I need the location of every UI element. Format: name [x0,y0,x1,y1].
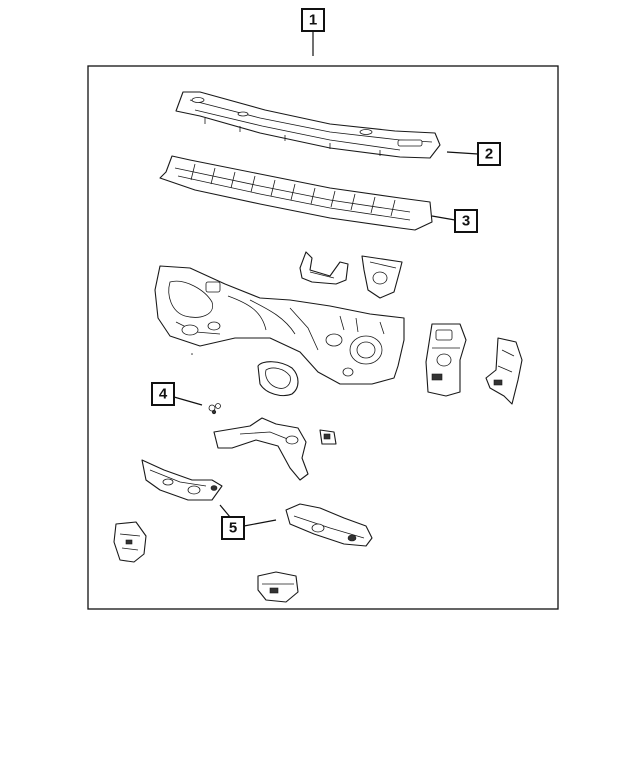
cowl-top-panel [175,91,441,159]
wheelhouse-extension [213,417,309,481]
callout-1[interactable]: 1 [301,8,325,32]
lower-reinforcement-right [285,503,373,547]
callout-3-label: 3 [462,213,470,230]
lower-center-bracket [257,571,299,603]
callout-5-leader-left [219,504,231,518]
callout-2-label: 2 [485,146,493,163]
callout-4[interactable]: 4 [151,382,175,406]
marker-dot [191,353,193,355]
bracket-right [361,255,403,299]
callout-5-leader-right [243,519,277,527]
callout-5[interactable]: 5 [221,516,245,540]
lower-reinforcement-left [141,459,223,501]
callout-2[interactable]: 2 [477,142,501,166]
assembly-frame [87,65,559,610]
dash-panel [154,265,405,385]
callout-4-leader [173,396,203,406]
callout-1-label: 1 [309,12,317,29]
callout-2-leader [446,151,479,155]
gasket-ring [257,361,299,397]
side-bracket-lower-left [113,521,147,563]
cowl-plenum-panel [159,155,433,231]
callout-3-leader [431,215,456,221]
pillar-bracket-center [425,323,467,397]
callout-3[interactable]: 3 [454,209,478,233]
bracket-left [299,251,349,285]
pillar-bracket-right [485,337,523,405]
callout-5-label: 5 [229,520,237,537]
callout-4-label: 4 [159,386,168,403]
clip-fastener [208,403,221,415]
small-plate [319,429,337,445]
